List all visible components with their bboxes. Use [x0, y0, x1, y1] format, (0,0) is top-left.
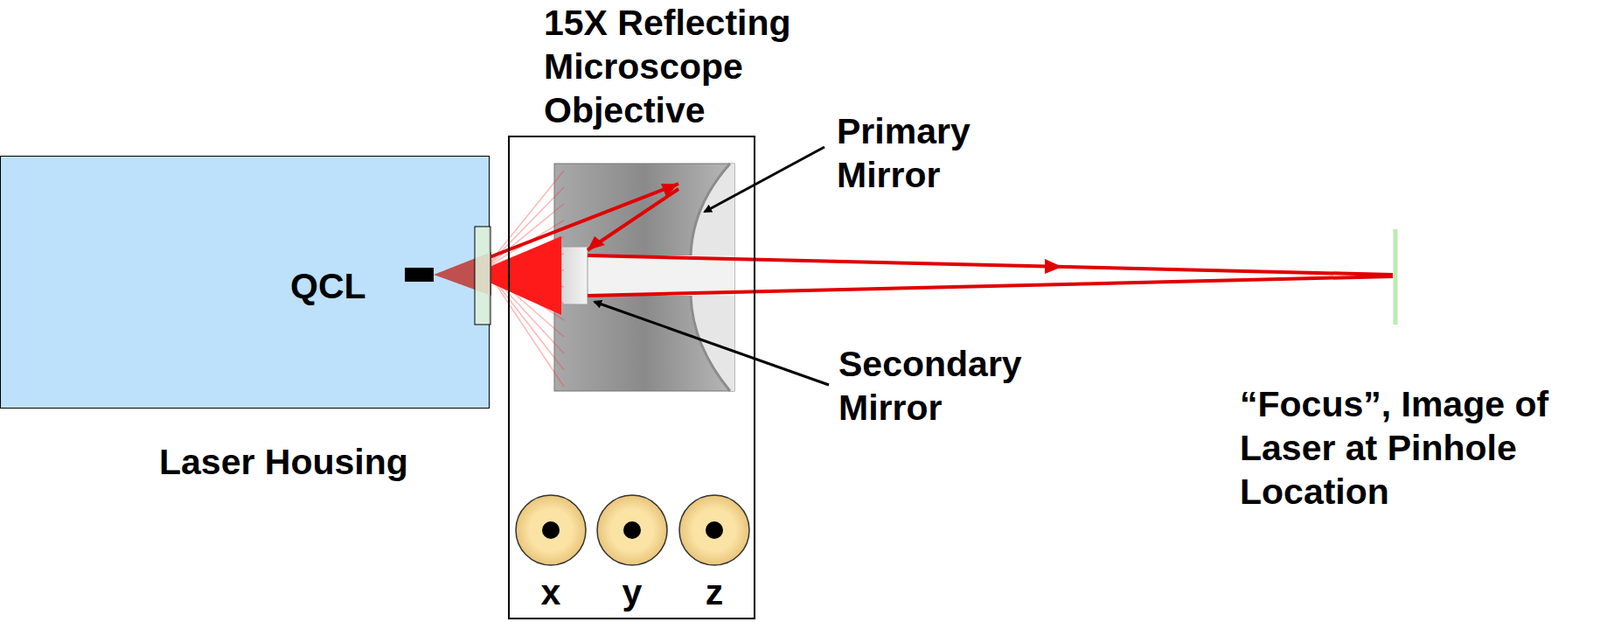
laser-internals: [0, 155, 492, 409]
objective-box: 15X Reflecting Microscope Objective: [507, 135, 756, 620]
ray-arrow: [1044, 258, 1063, 274]
objective-heading: 15X Reflecting Microscope Objective: [543, 0, 807, 133]
ray-fan: [489, 170, 564, 387]
part-label: QCL: [290, 264, 396, 308]
laser-housing: Laser Housing: [0, 155, 490, 409]
ray-arrow: [587, 236, 606, 251]
focus-plane: [1393, 229, 1399, 325]
primary-mirror: [690, 163, 735, 256]
leader-line: [704, 146, 825, 212]
housing-label: Laser Housing: [159, 439, 457, 484]
adjust-knobs: [515, 494, 750, 565]
part-label: Primary Mirror: [836, 109, 1021, 197]
ray-cone: [489, 236, 562, 315]
part-label: Secondary Mirror: [838, 341, 1049, 430]
ray-arrow: [660, 183, 679, 197]
axis-label: y: [622, 570, 643, 614]
axis-label: z: [705, 570, 724, 614]
focus-note: “Focus”, Image of Laser at Pinhole Locat…: [1239, 382, 1590, 514]
secondary-mirror: [561, 246, 588, 305]
axis-label: x: [541, 570, 562, 614]
leader-line: [594, 301, 829, 385]
traced-ray: [489, 183, 1393, 296]
